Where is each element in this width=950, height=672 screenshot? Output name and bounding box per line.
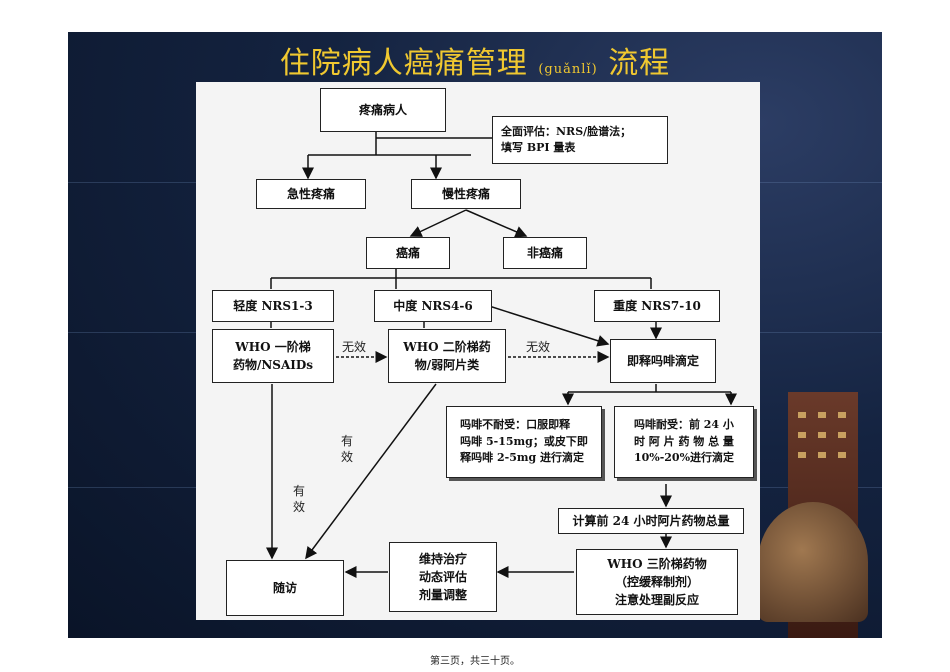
- moderate-severity-box: 中度 NRS4-6: [374, 290, 492, 322]
- title-pinyin: (guǎnlǐ): [538, 62, 598, 77]
- mild-severity-box: 轻度 NRS1-3: [212, 290, 334, 322]
- effective-label-2: 有 效: [292, 484, 305, 514]
- ineffective-label-1: 无效: [342, 340, 367, 354]
- who-step1-box: WHO 一阶梯 药物/NSAIDs: [212, 329, 334, 383]
- page-footer: 第三页，共三十页。: [430, 656, 520, 667]
- cancer-pain-box: 癌痛: [366, 237, 450, 269]
- follow-up-box: 随访: [226, 560, 344, 616]
- effective-label-1: 有 效: [340, 434, 353, 464]
- pain-patient-box: 疼痛病人: [320, 88, 446, 132]
- ineffective-label-2: 无效: [526, 340, 551, 354]
- chronic-pain-box: 慢性疼痛: [411, 179, 521, 209]
- morphine-intolerant-box: 吗啡不耐受：口服即释 吗啡 5-15mg；或皮下即 释吗啡 2-5mg 进行滴定: [446, 406, 602, 478]
- flowchart-panel: 疼痛病人 全面评估：NRS/脸谱法； 填写 BPI 量表 急性疼痛 慢性疼痛 癌…: [196, 82, 760, 620]
- severe-severity-box: 重度 NRS7-10: [594, 290, 720, 322]
- page-title: 住院病人癌痛管理 (guǎnlǐ) 流程: [0, 38, 950, 82]
- morphine-titration-box: 即释吗啡滴定: [610, 339, 716, 383]
- non-cancer-pain-box: 非癌痛: [503, 237, 587, 269]
- who-step3-box: WHO 三阶梯药物 （控缓释制剂） 注意处理副反应: [576, 549, 738, 615]
- morphine-tolerant-box: 吗啡耐受：前 24 小 时 阿 片 药 物 总 量 10%-20%进行滴定: [614, 406, 754, 478]
- assessment-box: 全面评估：NRS/脸谱法； 填写 BPI 量表: [492, 116, 668, 164]
- calculate-opioid-box: 计算前 24 小时阿片药物总量: [558, 508, 744, 534]
- title-main: 住院病人癌痛管理: [279, 46, 528, 81]
- title-suffix: 流程: [608, 46, 671, 81]
- who-step2-box: WHO 二阶梯药 物/弱阿片类: [388, 329, 506, 383]
- flow-connectors: [266, 130, 737, 578]
- stone-image: [758, 502, 868, 622]
- maintenance-box: 维持治疗 动态评估 剂量调整: [389, 542, 497, 612]
- acute-pain-box: 急性疼痛: [256, 179, 366, 209]
